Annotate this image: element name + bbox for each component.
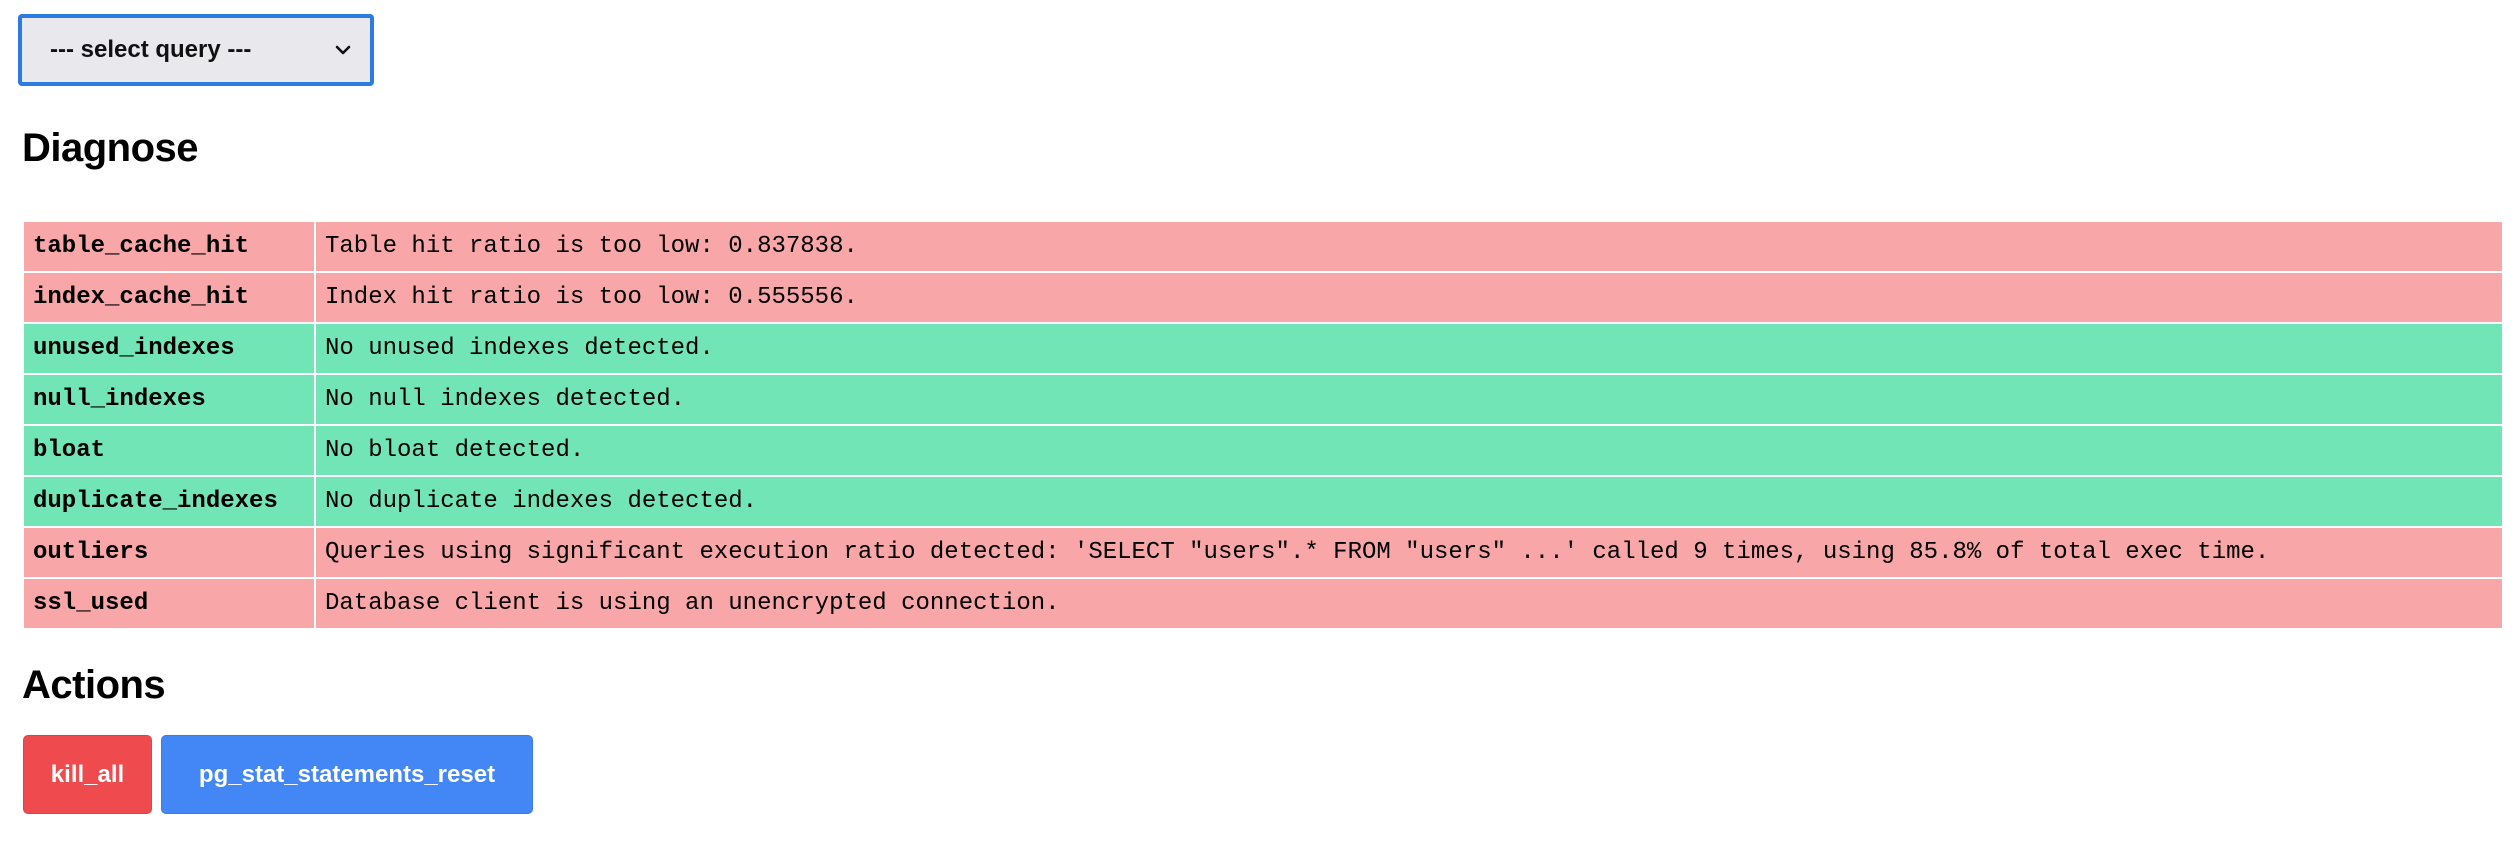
check-name: duplicate_indexes (22, 475, 316, 528)
query-select-label: --- select query --- (50, 36, 252, 63)
check-message: No null indexes detected. (314, 373, 2504, 426)
chevron-down-icon (335, 45, 351, 55)
check-message: Database client is using an unencrypted … (314, 577, 2504, 630)
diagnose-table: table_cache_hit Table hit ratio is too l… (22, 220, 2504, 630)
check-name: table_cache_hit (22, 220, 316, 273)
check-name: bloat (22, 424, 316, 477)
check-name: outliers (22, 526, 316, 579)
table-row: outliers Queries using significant execu… (22, 526, 2504, 579)
check-name: index_cache_hit (22, 271, 316, 324)
check-message: Queries using significant execution rati… (314, 526, 2504, 579)
check-name: unused_indexes (22, 322, 316, 375)
check-message: Table hit ratio is too low: 0.837838. (314, 220, 2504, 273)
check-name: ssl_used (22, 577, 316, 630)
actions-bar: kill_all pg_stat_statements_reset (23, 735, 533, 814)
table-row: bloat No bloat detected. (22, 424, 2504, 477)
diagnose-heading: Diagnose (22, 126, 199, 170)
query-select[interactable]: --- select query --- (18, 14, 374, 86)
pg-stat-statements-reset-button[interactable]: pg_stat_statements_reset (161, 735, 533, 814)
check-name: null_indexes (22, 373, 316, 426)
check-message: No duplicate indexes detected. (314, 475, 2504, 528)
check-message: Index hit ratio is too low: 0.555556. (314, 271, 2504, 324)
table-row: table_cache_hit Table hit ratio is too l… (22, 220, 2504, 273)
table-row: unused_indexes No unused indexes detecte… (22, 322, 2504, 375)
check-message: No bloat detected. (314, 424, 2504, 477)
table-row: duplicate_indexes No duplicate indexes d… (22, 475, 2504, 528)
table-row: index_cache_hit Index hit ratio is too l… (22, 271, 2504, 324)
check-message: No unused indexes detected. (314, 322, 2504, 375)
kill-all-button[interactable]: kill_all (23, 735, 152, 814)
actions-heading: Actions (22, 663, 166, 707)
table-row: ssl_used Database client is using an une… (22, 577, 2504, 630)
table-row: null_indexes No null indexes detected. (22, 373, 2504, 426)
